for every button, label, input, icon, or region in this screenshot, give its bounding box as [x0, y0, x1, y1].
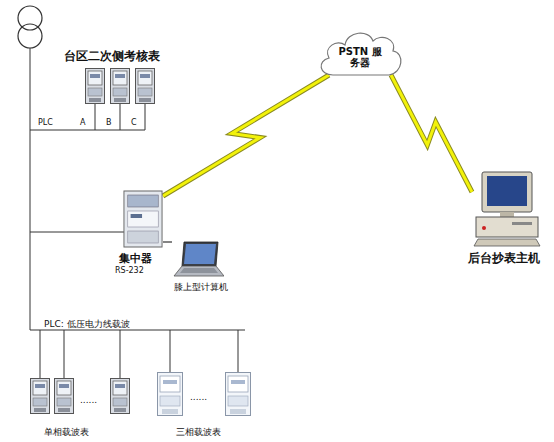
- edge-label: RS-232: [115, 266, 144, 275]
- meter-group-label: 三相载波表: [176, 426, 221, 439]
- connector: [163, 75, 329, 196]
- server-label: PSTN 服务器: [338, 46, 382, 69]
- phase-name: C: [131, 118, 137, 127]
- group-label: 台区二次侧考核表: [64, 48, 160, 65]
- phase-name: B: [106, 118, 112, 127]
- laptop: 膝上型计算机: [172, 240, 224, 280]
- device-label: 集中器: [119, 251, 152, 266]
- connector: [163, 242, 172, 243]
- signal-name: PLC: [38, 118, 53, 127]
- ellipsis: ......: [190, 392, 207, 402]
- connector: [391, 75, 472, 192]
- concentrator: 集中器: [123, 190, 163, 248]
- ellipsis: ......: [80, 395, 97, 405]
- meter-group-label: 单相载波表: [44, 426, 89, 439]
- host-computer: 后台抄表主机: [472, 170, 542, 248]
- device-label: 膝上型计算机: [174, 281, 228, 294]
- phase-name: A: [80, 118, 85, 127]
- bus-label: PLC: 低压电力线载波: [44, 318, 130, 331]
- device-label: 后台抄表主机: [468, 250, 540, 267]
- cloud-server: PSTN 服务器: [315, 25, 405, 83]
